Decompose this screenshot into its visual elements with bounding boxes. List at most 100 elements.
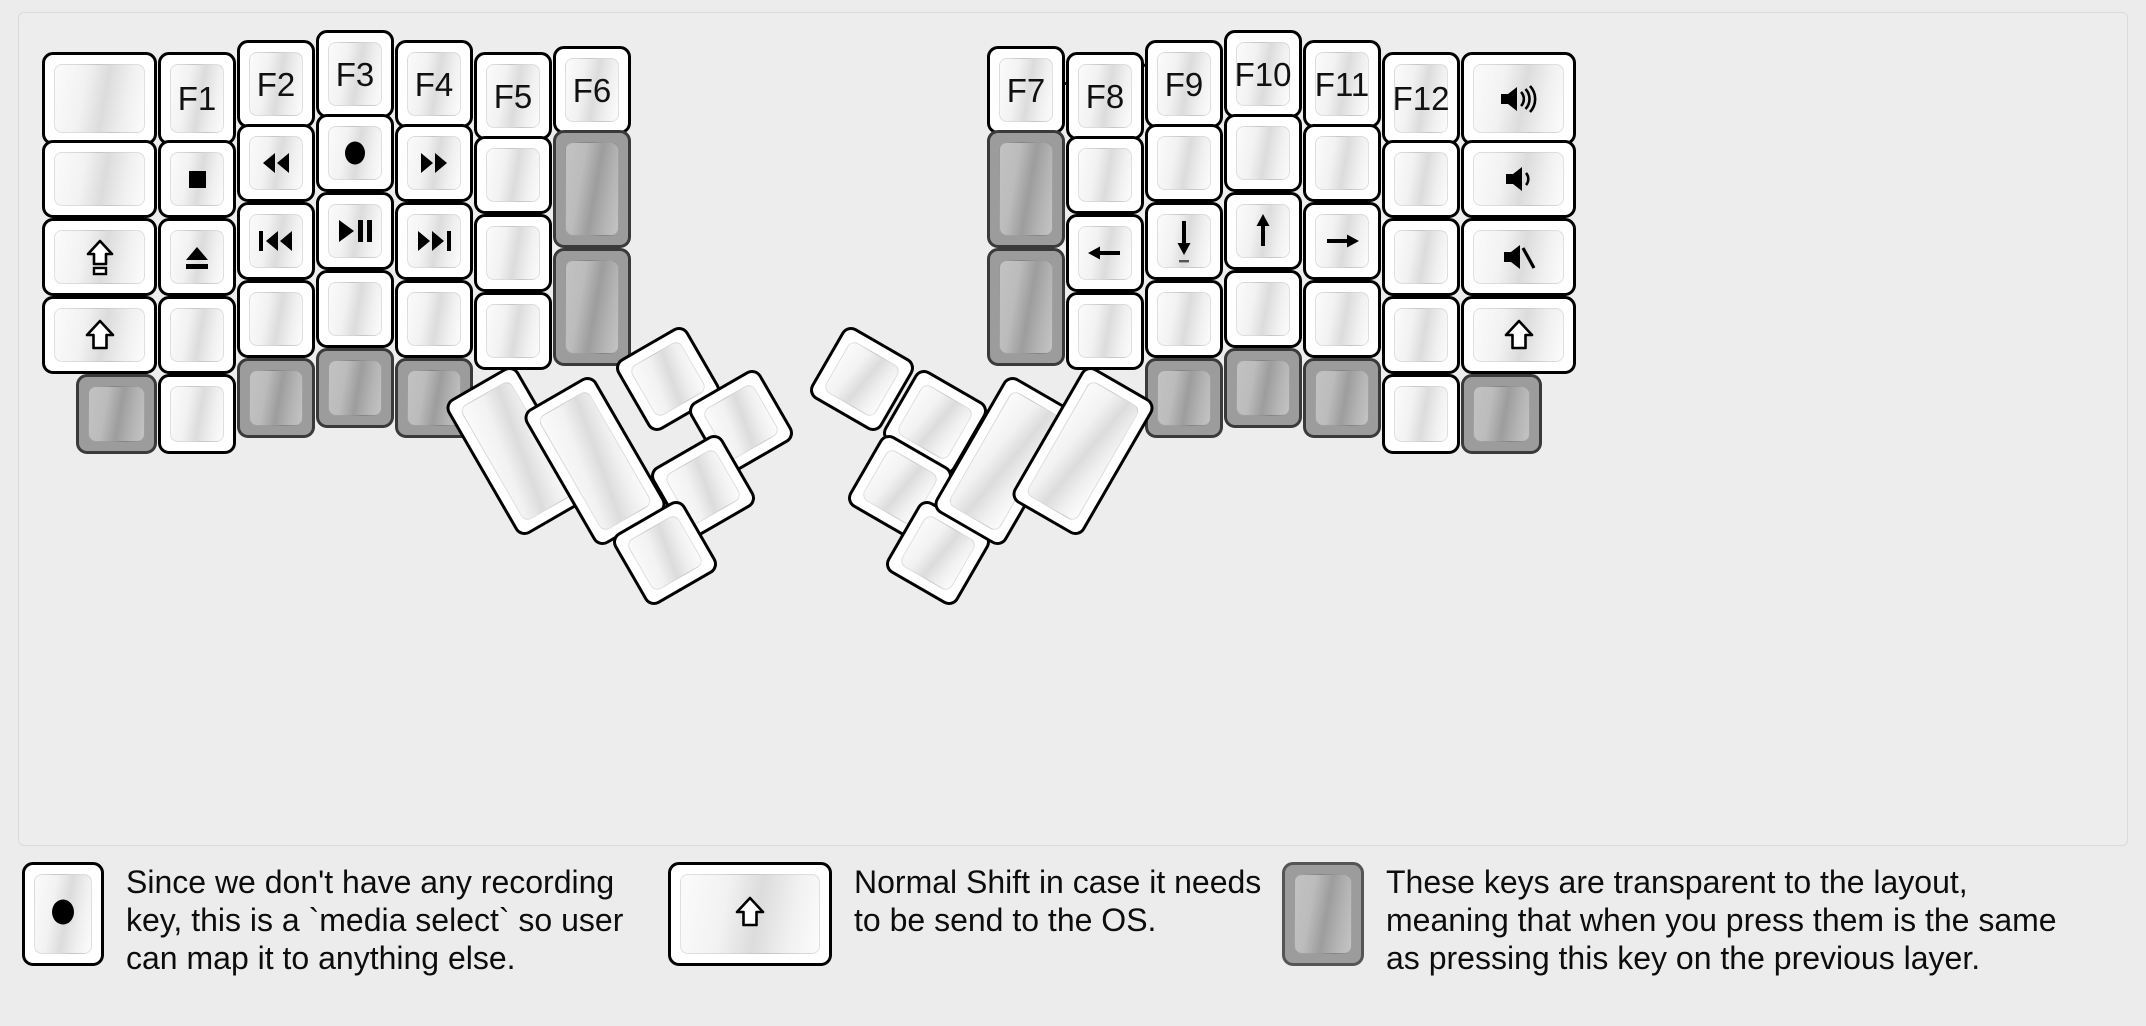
legend-key [22,862,104,966]
right-pinky-outer-column-key-0[interactable] [1461,52,1576,145]
keycap-surface [1315,52,1369,116]
right-inner-index-column-key-2[interactable] [1066,214,1144,292]
keycap-surface [625,513,705,593]
left-inner-column-key-0[interactable]: F6 [553,46,631,134]
keycap-surface [1473,64,1564,133]
right-ring-column-key-3[interactable] [1303,280,1381,358]
keycap-surface [1078,64,1132,128]
legend: Since we don't have any recording key, t… [0,862,2146,1022]
keycap-surface [328,282,382,336]
left-ring-column-key-4[interactable] [237,358,315,438]
keycap-surface [999,58,1053,122]
left-middle-column-key-2[interactable] [316,192,394,270]
right-inner-column-key-2[interactable] [987,248,1065,366]
left-pinky-outer-column-key-2[interactable] [42,218,157,296]
right-inner-column-key-1[interactable] [987,130,1065,248]
right-ring-column-key-0[interactable]: F11 [1303,40,1381,128]
right-middle-column-key-0[interactable]: F10 [1224,30,1302,118]
left-inner-index-column-key-2[interactable] [474,214,552,292]
left-ring-column-key-1[interactable] [237,124,315,202]
record-circle-icon [46,895,80,934]
right-pinky-outer-column-key-1[interactable] [1461,140,1576,218]
keycap-surface [54,230,145,284]
left-inner-index-column-key-1[interactable] [474,136,552,214]
right-ring-column-key-4[interactable] [1303,358,1381,438]
keycap-surface [1157,136,1211,190]
right-pinky-column-key-4[interactable] [1382,374,1460,454]
left-inner-column-key-2[interactable] [553,248,631,366]
keycap-surface [170,152,224,206]
left-pinky-column-key-3[interactable] [158,296,236,374]
left-index-column-key-3[interactable] [395,280,473,358]
left-inner-index-column-key-3[interactable] [474,292,552,370]
right-index-column-key-1[interactable] [1145,124,1223,202]
keycap-surface [1294,874,1352,954]
right-pinky-outer-column-key-4[interactable] [1461,374,1542,454]
keycap-surface [1315,214,1369,268]
left-pinky-column-key-2[interactable] [158,218,236,296]
right-inner-column-key-0[interactable]: F7 [987,46,1065,134]
left-pinky-outer-column-key-4[interactable] [76,374,157,454]
left-ring-column-key-2[interactable] [237,202,315,280]
right-index-column-key-2[interactable] [1145,202,1223,280]
keycap-surface [1315,370,1369,426]
right-middle-column-key-2[interactable] [1224,192,1302,270]
keycap-surface [1473,152,1564,206]
legend-key [1282,862,1364,966]
left-index-column-key-1[interactable] [395,124,473,202]
right-pinky-outer-column-key-3[interactable] [1461,296,1576,374]
left-pinky-column-key-0[interactable]: F1 [158,52,236,145]
right-index-column-key-4[interactable] [1145,358,1223,438]
left-ring-column-key-0[interactable]: F2 [237,40,315,128]
left-inner-index-column-key-0[interactable]: F5 [474,52,552,140]
left-index-column-key-0[interactable]: F4 [395,40,473,128]
keycap-surface [54,308,145,362]
right-pinky-column-key-0[interactable]: F12 [1382,52,1460,145]
right-inner-index-column-key-3[interactable] [1066,292,1144,370]
keycap-surface [1394,64,1448,133]
left-pinky-outer-column-key-1[interactable] [42,140,157,218]
keycap-surface [565,260,619,354]
keycap-surface [1473,230,1564,284]
keycap-surface [565,58,619,122]
right-inner-index-column-key-0[interactable]: F8 [1066,52,1144,140]
right-middle-column-key-3[interactable] [1224,270,1302,348]
left-middle-column-key-4[interactable] [316,348,394,428]
keycap-surface [407,136,461,190]
keycap-surface [54,64,145,133]
keycap-surface [170,308,224,362]
keycap-surface [1315,292,1369,346]
keycap-surface [170,64,224,133]
legend-item: These keys are transparent to the layout… [1282,862,2122,977]
right-pinky-column-key-3[interactable] [1382,296,1460,374]
right-pinky-column-key-1[interactable] [1382,140,1460,218]
right-index-column-key-3[interactable] [1145,280,1223,358]
keycap-surface [407,52,461,116]
left-middle-column-key-1[interactable] [316,114,394,192]
keycap-surface [1394,152,1448,206]
right-ring-column-key-1[interactable] [1303,124,1381,202]
left-index-column-key-2[interactable] [395,202,473,280]
right-pinky-column-key-2[interactable] [1382,218,1460,296]
left-pinky-outer-column-key-0[interactable] [42,52,157,145]
left-ring-column-key-3[interactable] [237,280,315,358]
left-inner-column-key-1[interactable] [553,130,631,248]
keycap-surface [1236,42,1290,106]
left-pinky-outer-column-key-3[interactable] [42,296,157,374]
right-inner-index-column-key-1[interactable] [1066,136,1144,214]
left-pinky-column-key-1[interactable] [158,140,236,218]
shift-arrow-icon [735,895,765,934]
keycap-surface [1078,148,1132,202]
keycap-surface [486,304,540,358]
keycap-surface [170,230,224,284]
left-pinky-column-key-4[interactable] [158,374,236,454]
right-middle-column-key-1[interactable] [1224,114,1302,192]
right-ring-column-key-2[interactable] [1303,202,1381,280]
left-middle-column-key-0[interactable]: F3 [316,30,394,118]
left-middle-column-key-3[interactable] [316,270,394,348]
right-index-column-key-0[interactable]: F9 [1145,40,1223,128]
keycap-surface [170,386,224,442]
keycap-surface [999,260,1053,354]
right-middle-column-key-4[interactable] [1224,348,1302,428]
right-pinky-outer-column-key-2[interactable] [1461,218,1576,296]
